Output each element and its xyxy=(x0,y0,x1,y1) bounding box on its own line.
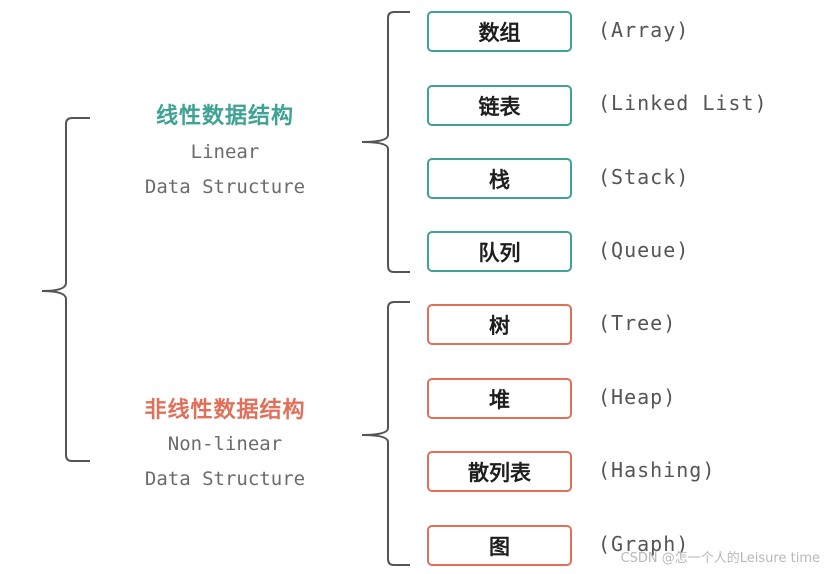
node-tree: 树 xyxy=(427,304,572,345)
node-stack: 栈 xyxy=(427,158,572,199)
label-queue: (Queue) xyxy=(598,238,690,262)
label-tree: (Tree) xyxy=(598,311,677,335)
node-array: 数组 xyxy=(427,11,572,52)
label-linked-list: (Linked List) xyxy=(598,91,768,115)
node-graph: 图 xyxy=(427,525,572,566)
label-stack: (Stack) xyxy=(598,165,690,189)
label-graph: (Graph) xyxy=(598,532,690,556)
nonlinear-title: 非线性数据结构 xyxy=(144,398,306,423)
watermark: CSDN @怎一个人的Leisure time xyxy=(620,551,820,566)
main-brace xyxy=(41,117,90,462)
linear-title: 线性数据结构 xyxy=(155,104,294,129)
node-queue: 队列 xyxy=(427,231,572,272)
node-heap: 堆 xyxy=(427,378,572,419)
linear-subtitle-line1: Linear xyxy=(190,141,260,163)
label-hashing: (Hashing) xyxy=(598,458,716,482)
nonlinear-subtitle-line2: Data Structure xyxy=(144,468,306,490)
nonlinear-subtitle-line1: Non-linear xyxy=(167,433,283,455)
linear-brace xyxy=(361,11,410,273)
label-array: (Array) xyxy=(598,18,690,42)
node-linked-list: 链表 xyxy=(427,85,572,126)
linear-subtitle-line2: Data Structure xyxy=(144,176,306,198)
nonlinear-brace xyxy=(361,301,410,566)
node-hashing: 散列表 xyxy=(427,451,572,492)
label-heap: (Heap) xyxy=(598,385,677,409)
